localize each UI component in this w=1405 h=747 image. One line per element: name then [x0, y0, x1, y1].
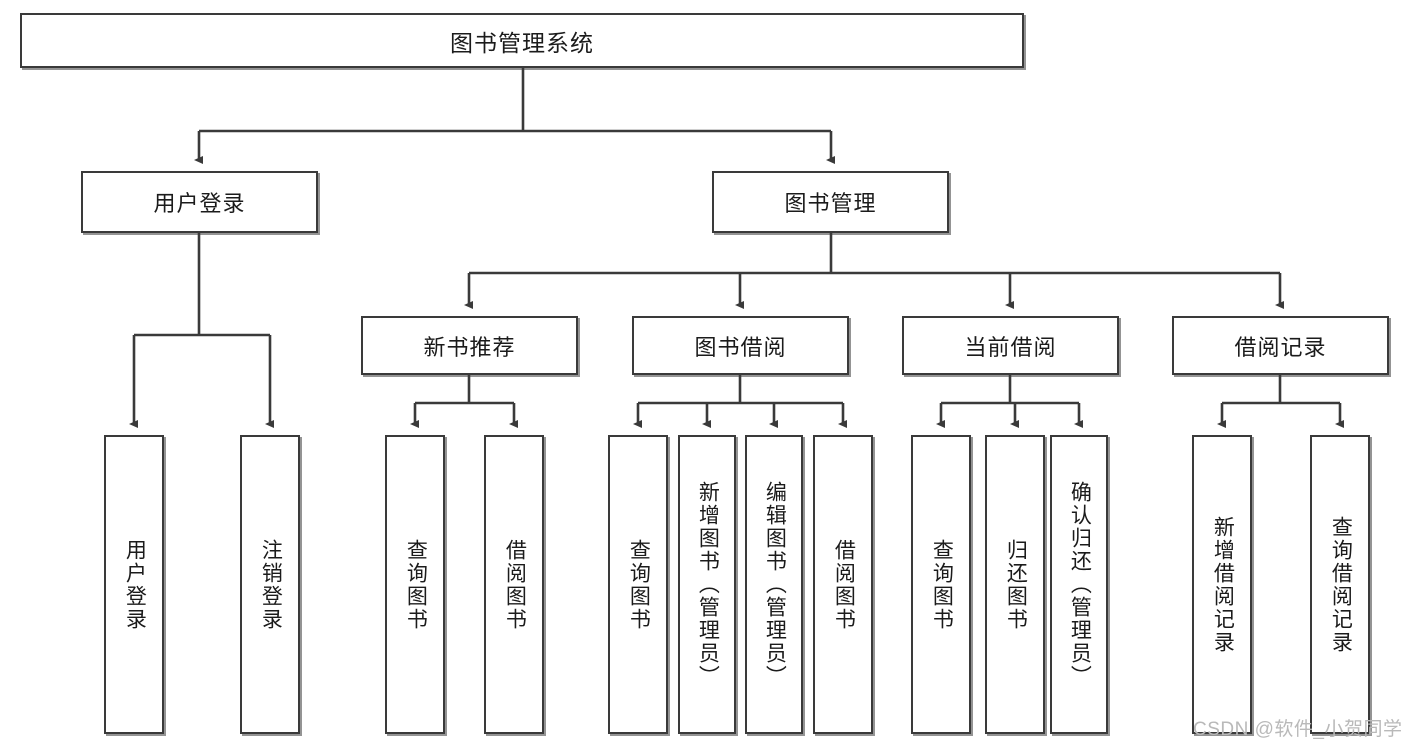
- leaf-confirm-return-admin[interactable]: 确认归还（管理员）: [1050, 435, 1108, 734]
- leaf-query-borrow-record[interactable]: 查询借阅记录: [1310, 435, 1370, 734]
- node-current-borrow[interactable]: 当前借阅: [902, 316, 1119, 375]
- leaf-query-book-1[interactable]: 查询图书: [385, 435, 445, 734]
- node-label: 查询借阅记录: [1329, 515, 1353, 654]
- leaf-return-book[interactable]: 归还图书: [985, 435, 1045, 734]
- node-label: 新书推荐: [423, 334, 516, 360]
- node-label: 查询图书: [930, 538, 954, 631]
- node-label: 查询图书: [404, 538, 428, 631]
- node-root-system[interactable]: 图书管理系统: [20, 13, 1024, 68]
- node-label: 图书借阅: [694, 334, 787, 360]
- node-label: 当前借阅: [964, 334, 1057, 360]
- node-label: 查询图书: [627, 538, 651, 631]
- leaf-edit-book-admin[interactable]: 编辑图书（管理员）: [745, 435, 803, 734]
- node-label: 借阅图书: [832, 538, 856, 631]
- leaf-borrow-book-1[interactable]: 借阅图书: [484, 435, 544, 734]
- node-label: 图书管理系统: [450, 29, 594, 56]
- node-label: 用户登录: [123, 538, 147, 631]
- leaf-add-borrow-record[interactable]: 新增借阅记录: [1192, 435, 1252, 734]
- node-label: 借阅图书: [503, 538, 527, 631]
- leaf-add-book-admin[interactable]: 新增图书（管理员）: [678, 435, 736, 734]
- node-label: 借阅记录: [1234, 334, 1327, 360]
- node-borrow-records[interactable]: 借阅记录: [1172, 316, 1389, 375]
- node-book-borrow[interactable]: 图书借阅: [632, 316, 849, 375]
- leaf-logout-login[interactable]: 注销登录: [240, 435, 300, 734]
- leaf-query-book-2[interactable]: 查询图书: [608, 435, 668, 734]
- leaf-borrow-book-2[interactable]: 借阅图书: [813, 435, 873, 734]
- node-label: 新增借阅记录: [1211, 515, 1235, 654]
- node-label: 确认归还（管理员）: [1068, 481, 1092, 688]
- leaf-user-login[interactable]: 用户登录: [104, 435, 164, 734]
- node-new-book-recommend[interactable]: 新书推荐: [361, 316, 578, 375]
- node-label: 用户登录: [153, 191, 246, 216]
- node-label: 图书管理: [784, 191, 877, 216]
- node-label: 编辑图书（管理员）: [763, 481, 787, 688]
- node-label: 新增图书（管理员）: [696, 481, 720, 688]
- node-label: 注销登录: [259, 538, 283, 631]
- node-user-login[interactable]: 用户登录: [81, 171, 318, 233]
- leaf-query-book-3[interactable]: 查询图书: [911, 435, 971, 734]
- csdn-watermark: CSDN @软件_小贺同学: [1193, 719, 1403, 740]
- node-book-management[interactable]: 图书管理: [712, 171, 949, 233]
- node-label: 归还图书: [1004, 538, 1028, 631]
